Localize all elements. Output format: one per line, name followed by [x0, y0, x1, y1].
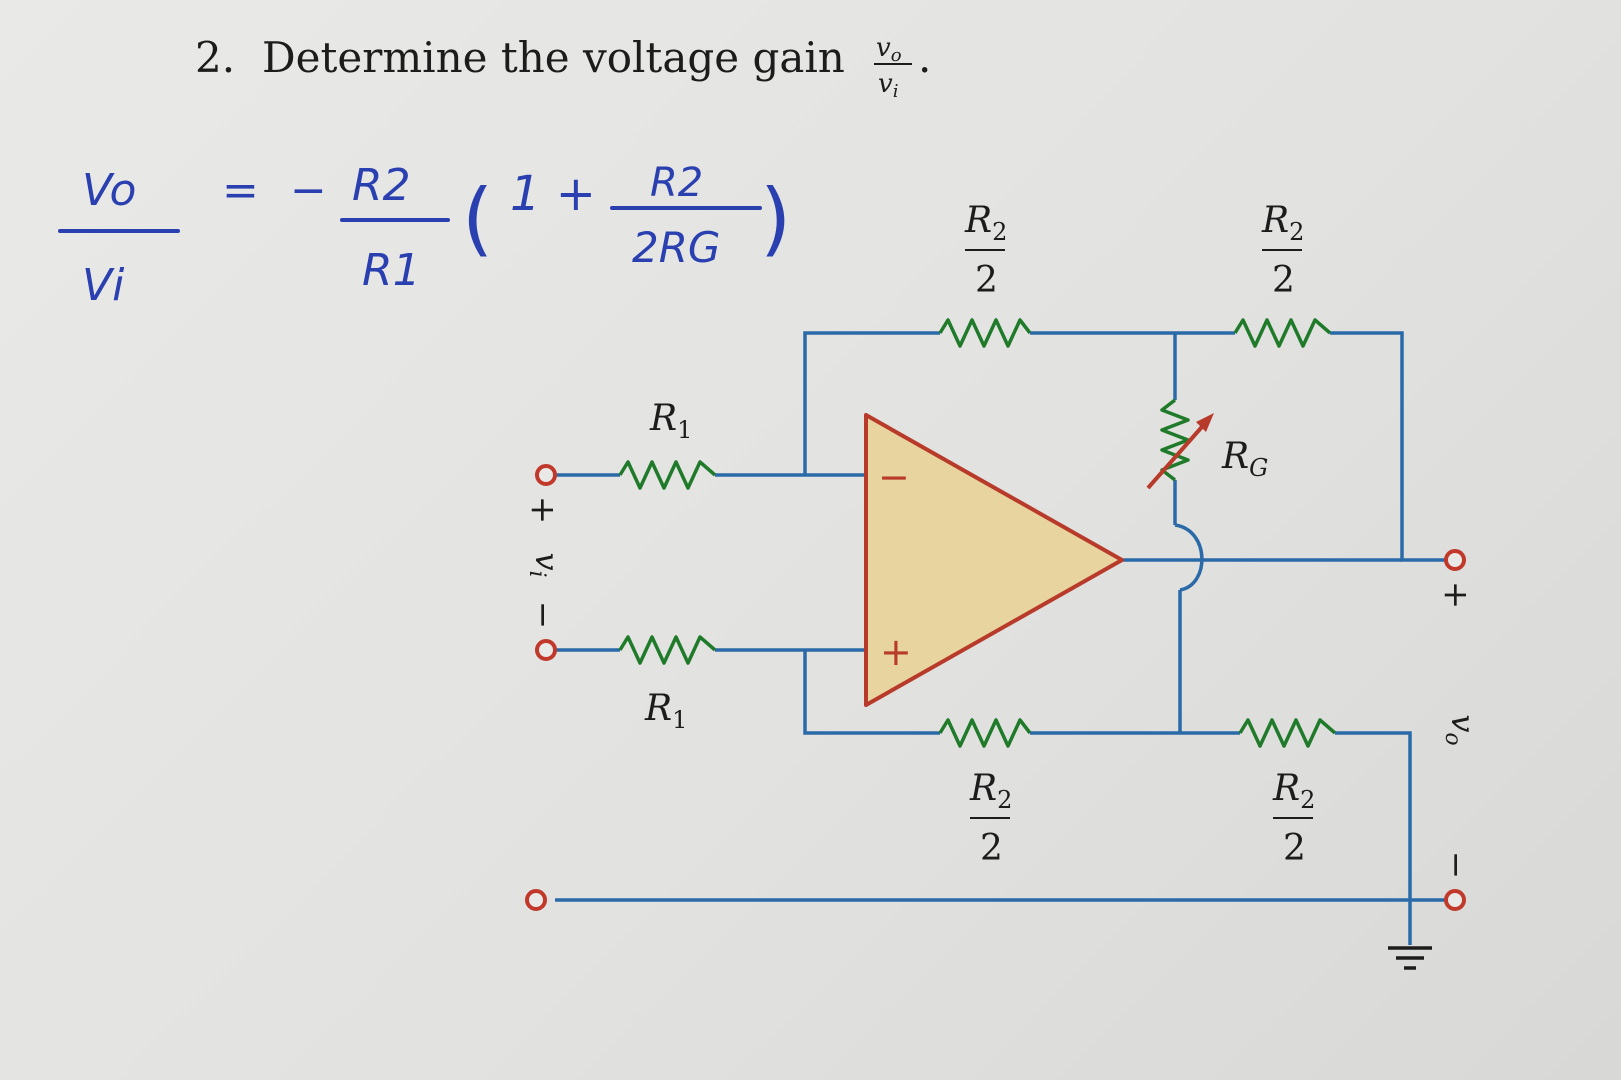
- wire-top-right: [1330, 331, 1445, 562]
- problem-period: .: [918, 33, 931, 82]
- label-r1-top: R1: [649, 398, 692, 444]
- svg-text:2: 2: [980, 828, 1003, 869]
- vo-plus: +: [1436, 581, 1476, 610]
- label-r2-top-left: R2 2: [964, 200, 1007, 301]
- svg-text:R2: R2: [964, 200, 1007, 246]
- label-r2-bottom-right: R2 2: [1272, 768, 1315, 869]
- resistor-r2-top-left: [938, 318, 1032, 348]
- gain-numerator: vo: [876, 33, 902, 66]
- hw-equals: =: [222, 165, 259, 216]
- hw-minus: −: [290, 165, 327, 216]
- op-amp-triangle: [864, 413, 1124, 707]
- vi-label: vi: [524, 552, 566, 577]
- resistor-r1-top: [618, 460, 717, 490]
- output-port-labels: + vo −: [1436, 581, 1482, 880]
- svg-text:R2: R2: [969, 768, 1012, 814]
- hw-r-numerator: R2: [352, 160, 411, 211]
- svg-text:2: 2: [975, 260, 998, 301]
- input-port-labels: + vi −: [523, 496, 566, 630]
- hw-inner-numerator: R2: [650, 160, 703, 206]
- resistor-r2-top-right: [1233, 318, 1332, 348]
- ground-symbol-icon: [1388, 946, 1432, 970]
- terminal-output: [1444, 549, 1466, 571]
- terminals: [525, 464, 1466, 911]
- terminal-ground-left: [525, 889, 547, 911]
- hw-inner-denominator: 2RG: [632, 223, 720, 272]
- resistor-r2-bottom-right: [1238, 718, 1337, 748]
- hw-r-denominator: R1: [362, 245, 421, 296]
- label-r1-bottom: R1: [644, 688, 687, 734]
- problem-text: Determine the voltage gain: [262, 33, 845, 82]
- resistor-r1-bottom: [618, 635, 717, 665]
- terminal-output-ground: [1444, 889, 1466, 911]
- svg-text:2: 2: [1283, 828, 1306, 869]
- label-rg: RG: [1221, 436, 1268, 482]
- op-amp: − +: [864, 413, 1124, 707]
- resistor-r2-bottom-left: [938, 718, 1032, 748]
- vi-minus: −: [523, 601, 563, 630]
- handwritten-answer: Vo Vi = − R2 R1 ( 1 + R2 2RG ): [58, 160, 791, 311]
- gain-fraction: vo vi: [874, 33, 912, 102]
- vo-minus: −: [1436, 851, 1476, 880]
- svg-text:R2: R2: [1261, 200, 1304, 246]
- rg-variable-arrow-icon: [1146, 413, 1214, 490]
- gain-denominator: vi: [878, 69, 898, 102]
- wire-top-left-feedback: [803, 331, 940, 475]
- problem-statement: 2. Determine the voltage gain vo vi .: [195, 33, 931, 102]
- wire-bottom-right: [1335, 731, 1412, 900]
- terminal-input-bottom: [535, 639, 557, 661]
- hw-one-plus: 1 +: [510, 166, 596, 222]
- svg-text:2: 2: [1272, 260, 1295, 301]
- problem-number: 2.: [195, 33, 235, 82]
- vi-plus: +: [523, 496, 563, 525]
- label-r2-top-right: R2 2: [1261, 200, 1304, 301]
- wire-crossover-hop: [1174, 523, 1204, 592]
- label-r2-bottom-left: R2 2: [969, 768, 1012, 869]
- svg-text:R2: R2: [1272, 768, 1315, 814]
- component-labels: R1 R1 R2 2 R2 2 R2 2 R2 2 RG: [644, 200, 1315, 869]
- hw-lhs-numerator: Vo: [82, 165, 136, 216]
- wire-bottom-left: [803, 650, 940, 735]
- terminal-input-top: [535, 464, 557, 486]
- vo-label: vo: [1440, 714, 1482, 745]
- hw-open-paren: (: [462, 172, 493, 265]
- hw-close-paren: ): [760, 172, 791, 265]
- op-amp-plus-sign: +: [880, 630, 912, 674]
- circuit-wires: [555, 331, 1445, 945]
- op-amp-minus-sign: −: [878, 455, 910, 499]
- hw-lhs-denominator: Vi: [82, 260, 125, 311]
